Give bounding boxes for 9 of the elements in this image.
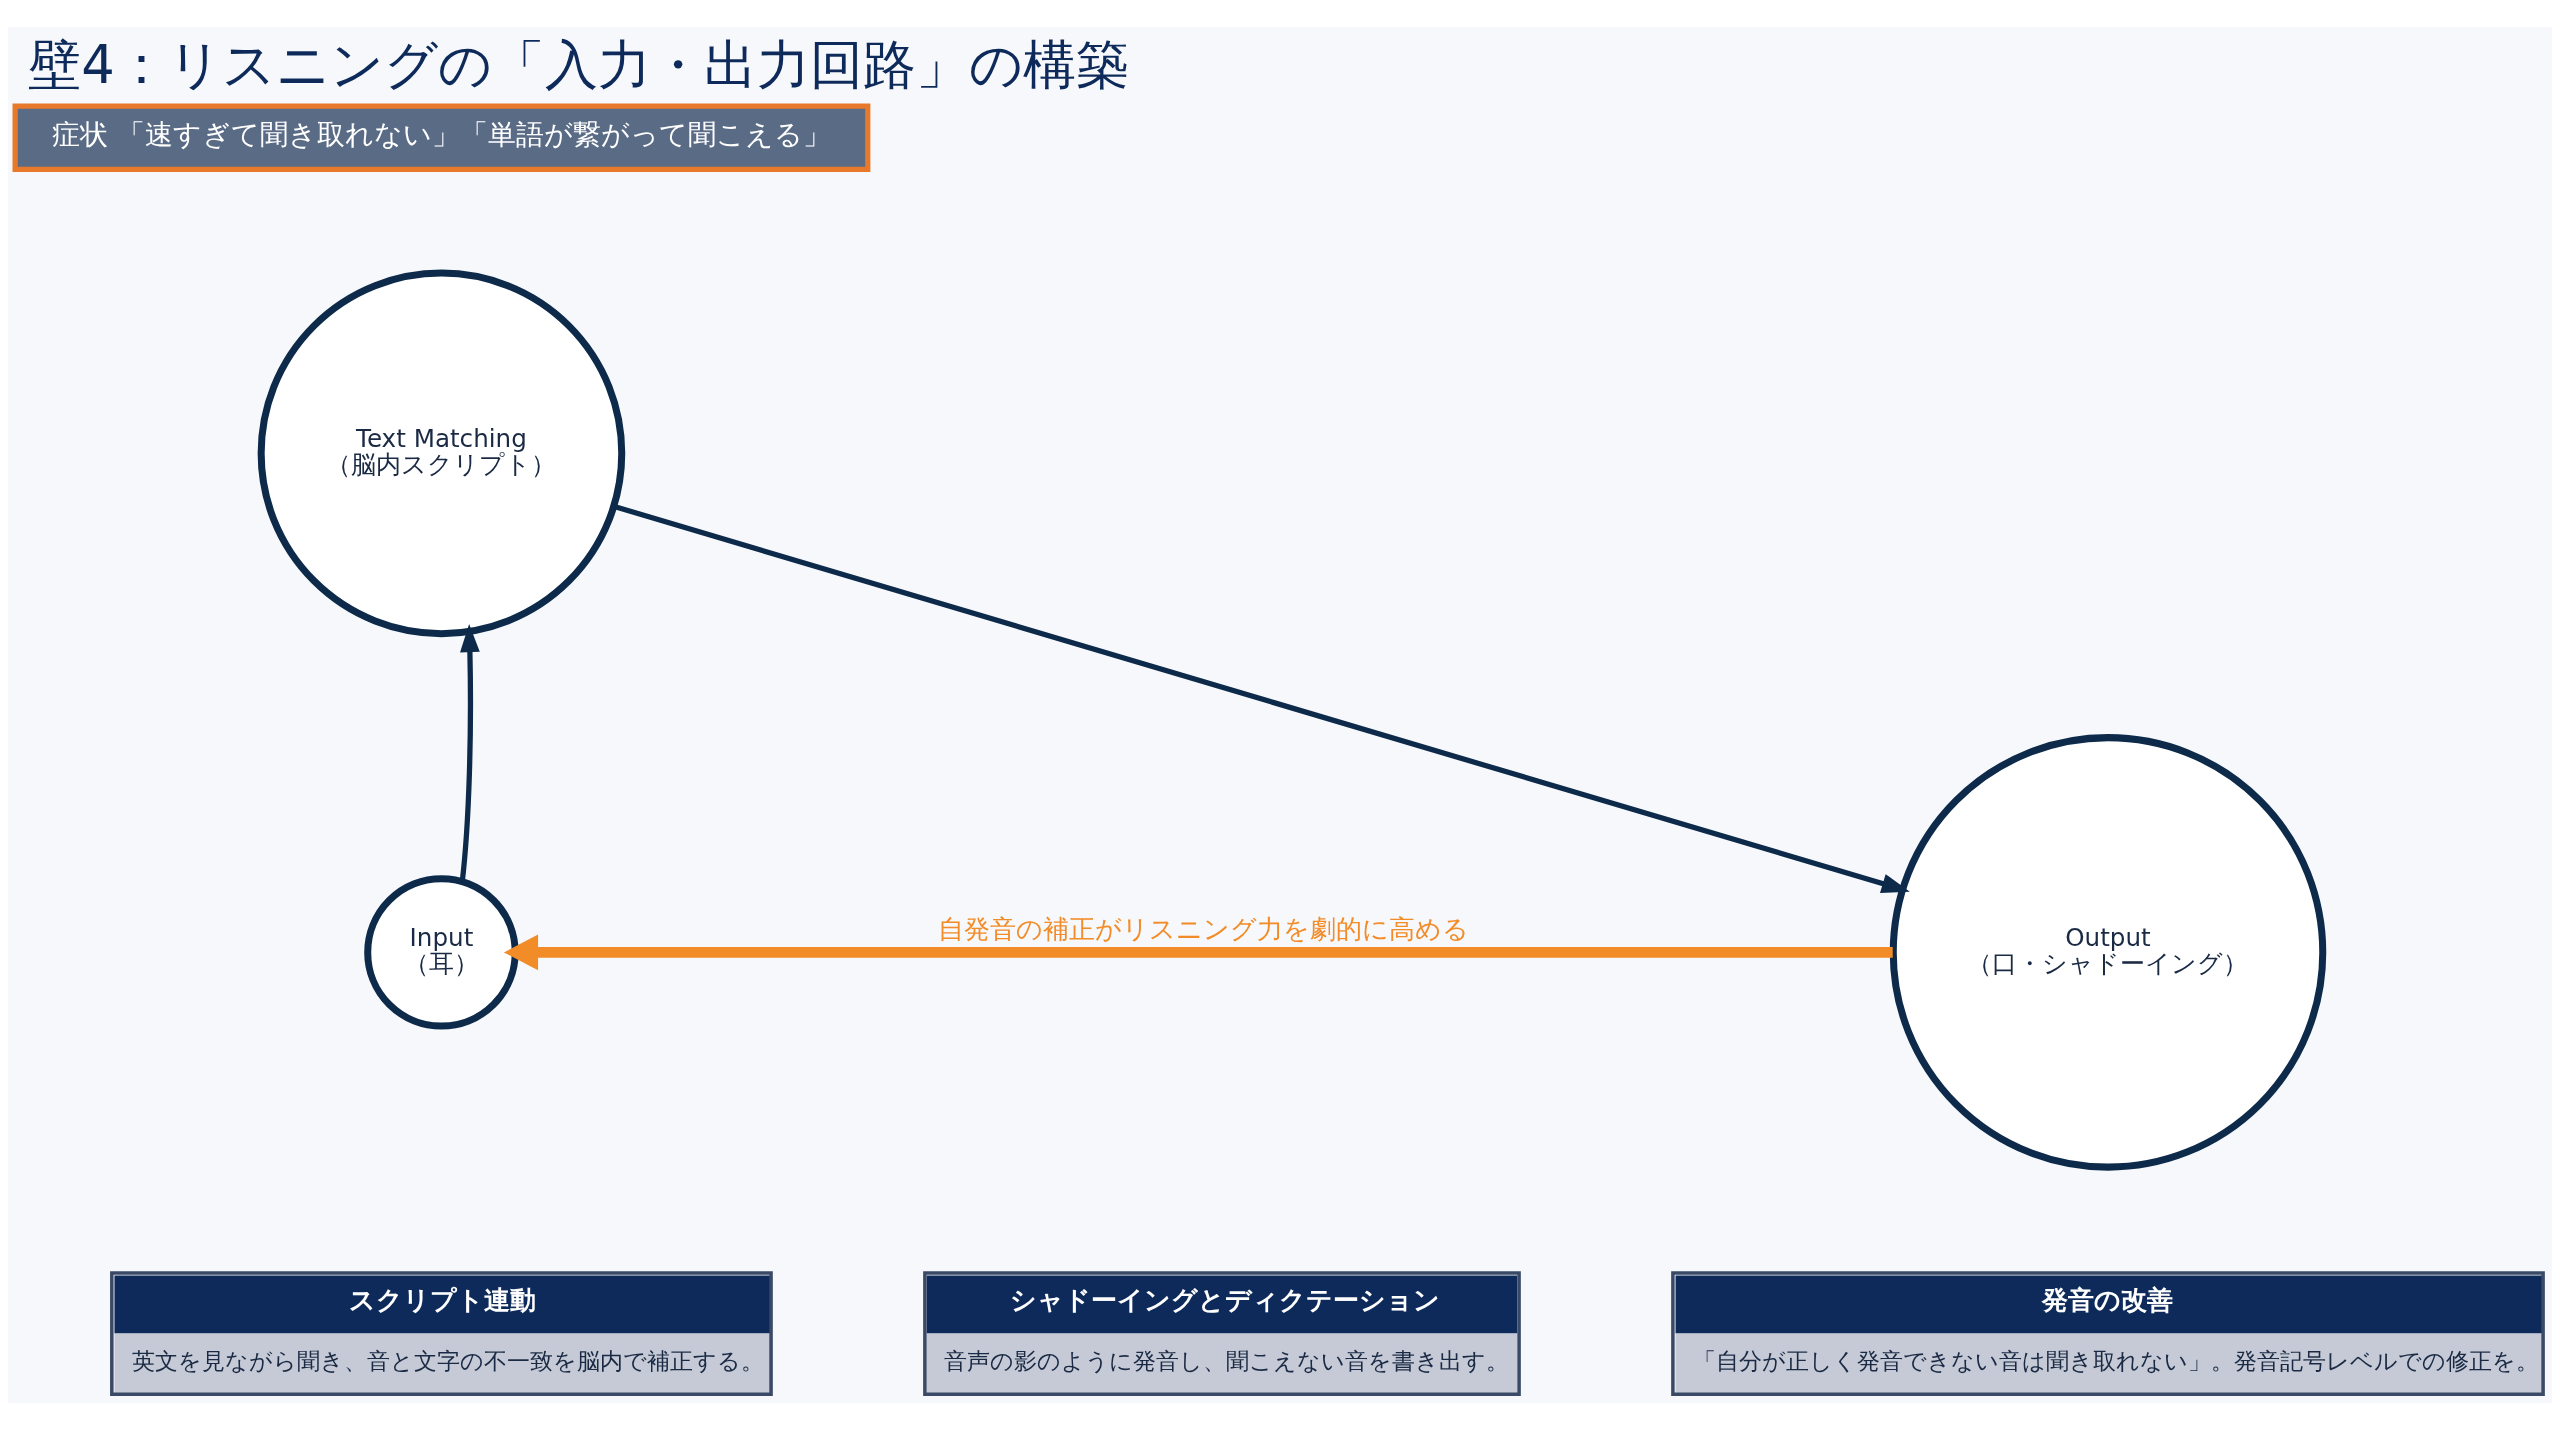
diagram-title: 壁4：リスニングの「入力・出力回路」の構築 [28,33,1129,95]
node-circle: Output （口・シャドーイング） [1889,733,2327,1171]
arrow [503,933,1893,970]
node-circle: Text Matching （脳内スクリプト） [257,269,626,637]
edge-label: 自発音の補正がリスニング力を劇的に高める [938,913,1470,944]
node-circle: Input （耳） [364,874,519,1030]
arrow [459,623,480,882]
arrow [613,503,1910,893]
node-box: 症状 「速すぎて聞き取れない」「単語が繋がって聞こえる」 [12,102,871,172]
